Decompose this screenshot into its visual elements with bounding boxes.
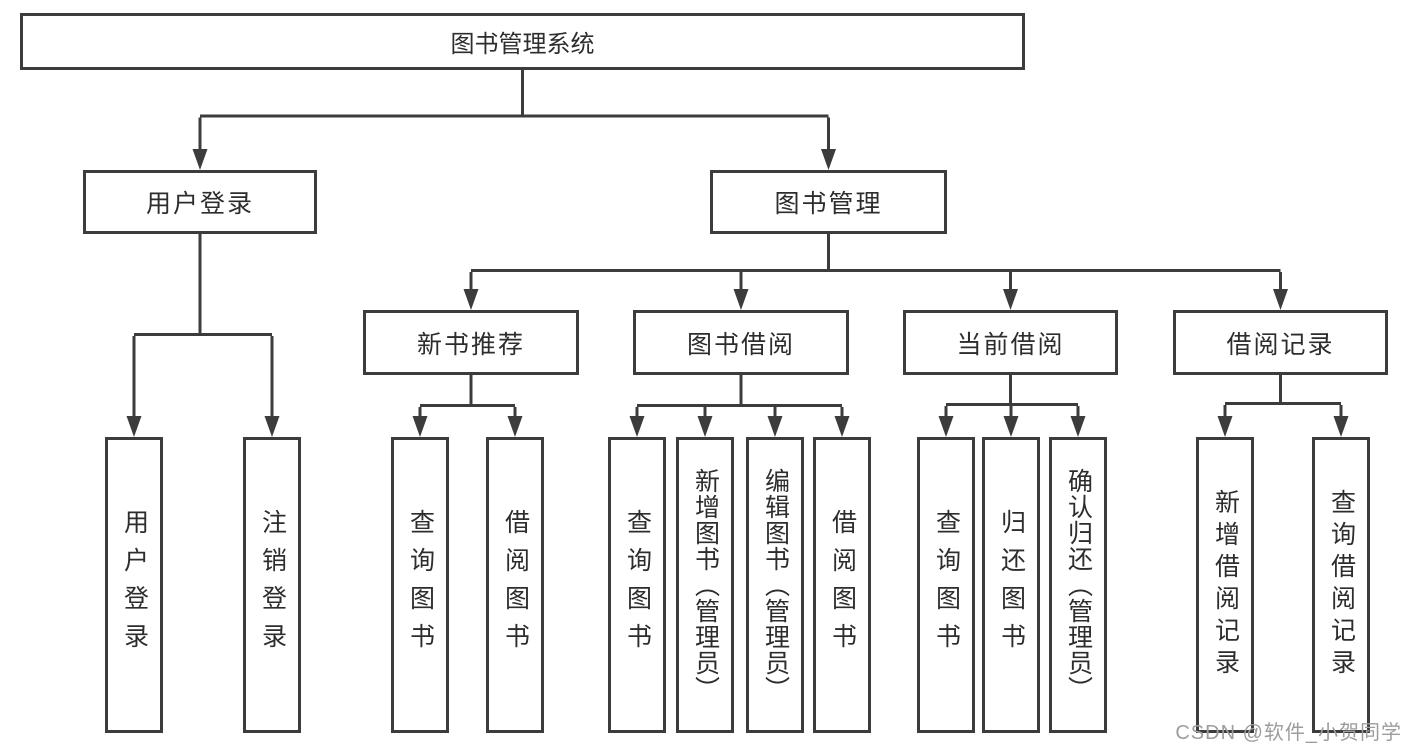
- leaf-add-borrow-record: 新增借阅记录: [1196, 437, 1254, 733]
- arrow-down-icon: [1217, 416, 1233, 437]
- arrow-down-icon: [834, 416, 850, 437]
- leaf-label: 用户登录: [120, 509, 149, 661]
- watermark-csdn: CSDN @软件_小贺同学: [1175, 722, 1402, 744]
- leaf-query-books-current: 查询图书: [917, 437, 975, 733]
- connector-userlogin-to-leaves: [132, 234, 274, 421]
- node-label: 新书推荐: [416, 330, 525, 359]
- node-user-login: 用户登录: [83, 170, 317, 234]
- arrow-down-icon: [1070, 416, 1086, 437]
- node-new-book-recommendation: 新书推荐: [363, 310, 579, 375]
- connector-bookmgmt-to-level3: [469, 234, 1282, 294]
- arrow-down-icon: [1003, 289, 1018, 310]
- leaf-query-books-recommend: 查询图书: [391, 437, 449, 733]
- leaf-query-books-borrowing: 查询图书: [608, 437, 666, 733]
- arrow-down-icon: [821, 149, 836, 170]
- arrow-down-icon: [733, 289, 749, 310]
- leaf-edit-books-admin: 编辑图书（管理员）: [746, 437, 804, 733]
- node-label: 借阅记录: [1226, 330, 1335, 359]
- connector-borrowing-to-leaves: [635, 375, 844, 421]
- arrow-down-icon: [126, 416, 142, 437]
- leaf-label: 归还图书: [997, 509, 1026, 661]
- leaf-query-borrow-record: 查询借阅记录: [1312, 437, 1370, 733]
- arrow-down-icon: [507, 416, 523, 437]
- node-label: 当前借阅: [956, 330, 1065, 359]
- leaf-label: 注销登录: [258, 509, 287, 661]
- leaf-logout: 注销登录: [243, 437, 301, 733]
- arrow-down-icon: [264, 416, 280, 437]
- leaf-label: 编辑图书（管理员）: [761, 468, 790, 702]
- arrow-down-icon: [1273, 289, 1288, 310]
- connector-current-to-leaves: [944, 375, 1080, 421]
- node-library-management-system: 图书管理系统: [20, 13, 1025, 70]
- arrow-down-icon: [938, 416, 954, 437]
- connector-recommend-to-leaves: [418, 375, 517, 421]
- leaf-confirm-return-admin: 确认归还（管理员）: [1049, 437, 1107, 733]
- arrow-down-icon: [1333, 416, 1349, 437]
- connector-root-to-level2: [198, 70, 830, 154]
- arrow-down-icon: [192, 149, 208, 170]
- leaf-label: 借阅图书: [501, 509, 530, 661]
- node-label: 图书管理: [774, 190, 883, 218]
- connector-records-to-leaves: [1223, 375, 1343, 421]
- leaf-label: 借阅图书: [828, 509, 857, 661]
- leaf-label: 查询图书: [406, 509, 435, 661]
- arrow-down-icon: [767, 416, 783, 437]
- leaf-label: 查询借阅记录: [1327, 489, 1356, 681]
- leaf-label: 新增图书（管理员）: [691, 468, 720, 702]
- leaf-label: 查询图书: [932, 509, 961, 661]
- leaf-add-books-admin: 新增图书（管理员）: [676, 437, 734, 733]
- leaf-borrow-books-recommend: 借阅图书: [486, 437, 544, 733]
- arrow-down-icon: [412, 416, 428, 437]
- node-label: 图书借阅: [686, 330, 795, 359]
- arrow-down-icon: [463, 289, 479, 310]
- leaf-label: 查询图书: [623, 509, 652, 661]
- arrowheads: [126, 149, 1349, 437]
- arrow-down-icon: [1003, 416, 1019, 437]
- arrow-down-icon: [697, 416, 713, 437]
- leaf-borrow-books-borrowing: 借阅图书: [813, 437, 871, 733]
- node-borrowing-records: 借阅记录: [1173, 310, 1388, 375]
- leaf-label: 确认归还（管理员）: [1064, 468, 1093, 702]
- node-current-borrowing: 当前借阅: [903, 310, 1118, 375]
- node-label: 用户登录: [145, 190, 254, 218]
- leaf-label: 新增借阅记录: [1211, 489, 1240, 681]
- leaf-user-login: 用户登录: [105, 437, 163, 733]
- node-book-borrowing: 图书借阅: [633, 310, 849, 375]
- node-label: 图书管理系统: [450, 31, 595, 58]
- leaf-return-books: 归还图书: [982, 437, 1040, 733]
- arrow-down-icon: [629, 416, 645, 437]
- node-book-management: 图书管理: [710, 170, 947, 234]
